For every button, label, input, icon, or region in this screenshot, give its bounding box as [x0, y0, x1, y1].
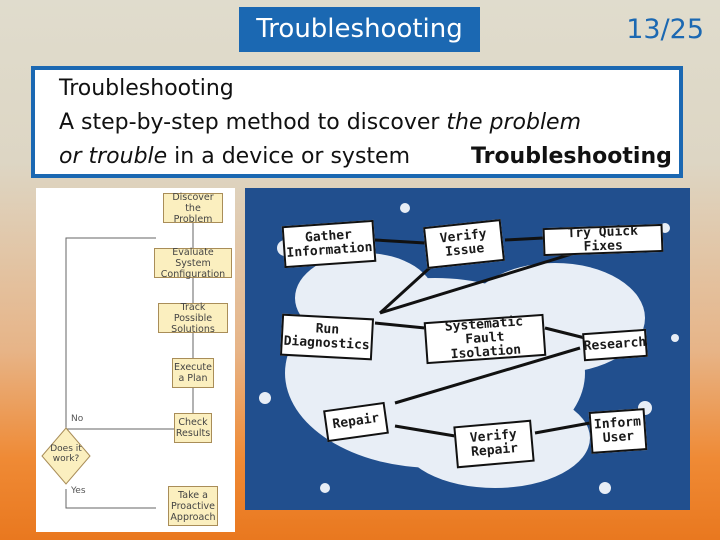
yes-label: Yes	[71, 486, 86, 496]
flow-step: Evaluate System Configuration	[154, 247, 232, 280]
definition-emphasis: the problem	[446, 110, 582, 135]
definition-box: Troubleshooting A step-by-step method to…	[31, 66, 683, 178]
flowchart-image: Discover the Problem Evaluate System Con…	[36, 188, 235, 532]
definition-line-2: A step-by-step method to discover the pr…	[59, 106, 679, 140]
poster-step: Inform User	[588, 408, 648, 454]
flow-step: Discover the Problem	[163, 192, 223, 225]
page-number: 13/25	[626, 14, 704, 45]
poster-step: Research	[582, 328, 648, 362]
decision-label: Does it work?	[50, 444, 82, 464]
flow-step: Take a Proactive Approach	[168, 486, 218, 526]
no-label: No	[71, 414, 84, 424]
definition-emphasis: or trouble	[59, 144, 168, 169]
definition-text: in a device or system	[167, 144, 410, 169]
flow-step: Check Results	[174, 413, 212, 443]
poster-step: Systematic Fault Isolation	[423, 313, 547, 365]
poster-step: Gather Information	[281, 219, 377, 269]
definition-text: A step-by-step method to discover	[59, 110, 447, 135]
definition-heading: Troubleshooting	[59, 76, 234, 101]
definition-line-3: or trouble in a device or system	[59, 140, 679, 174]
flowchart-connectors	[41, 223, 194, 509]
flow-step: Track Possible Solutions	[158, 302, 228, 335]
poster-step: Try Quick Fixes	[542, 224, 664, 257]
flow-step: Execute a Plan	[172, 358, 214, 388]
slide-title: Troubleshooting	[239, 7, 480, 52]
definition-trailing-word: Troubleshooting	[471, 144, 672, 169]
troubleshooting-poster: Gather Information Verify Issue Try Quic…	[245, 188, 690, 510]
poster-step: Verify Repair	[453, 419, 535, 469]
poster-step: Verify Issue	[423, 219, 505, 269]
poster-step: Run Diagnostics	[279, 313, 375, 361]
